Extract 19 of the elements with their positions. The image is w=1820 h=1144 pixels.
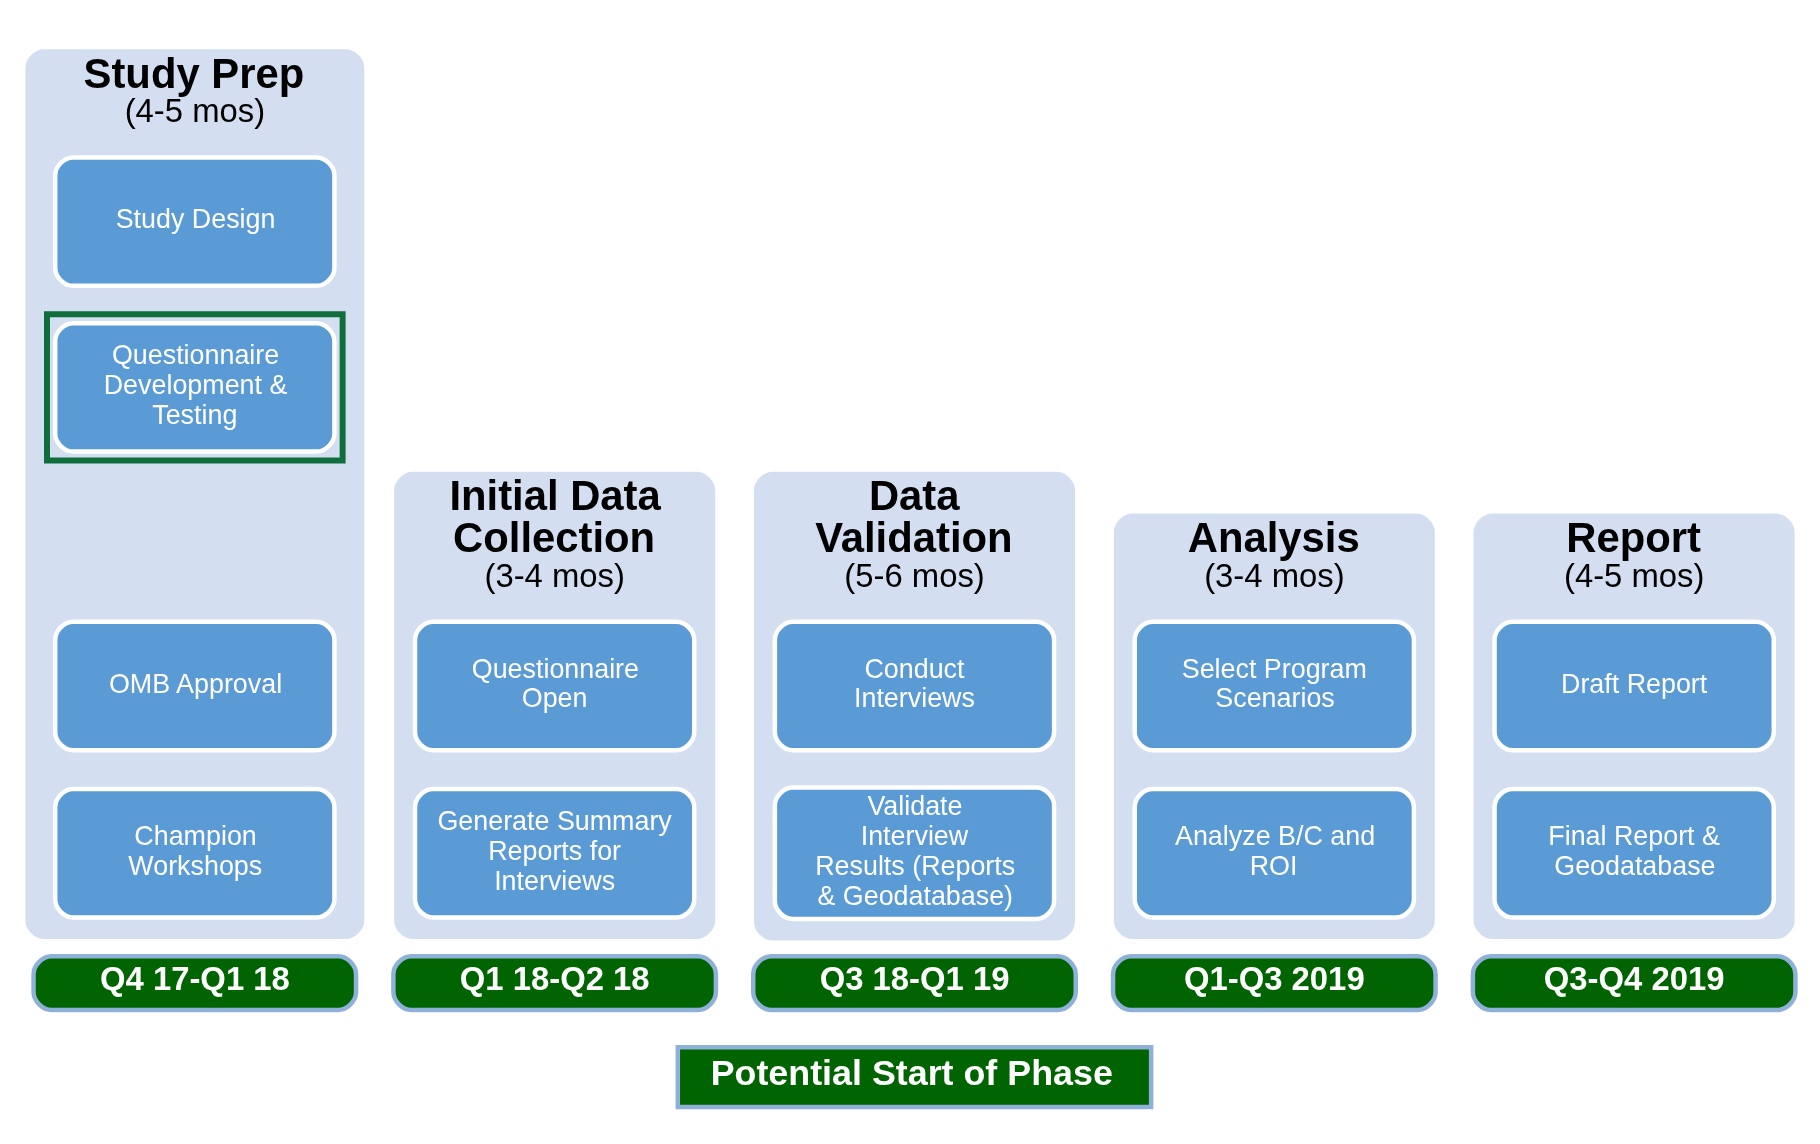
- node-box: Q1 18-Q2 18: [391, 953, 719, 1012]
- node-box: Validate Interview Results (Reports & Geodatabase): [772, 784, 1057, 921]
- node-box: Q1-Q3 2019: [1110, 953, 1438, 1012]
- node-box: Q4 17-Q1 18: [31, 953, 359, 1012]
- node-box: Draft Report: [1492, 619, 1776, 752]
- node-box: Study Design: [52, 154, 337, 288]
- node-box: Q3 18-Q1 19: [751, 953, 1078, 1012]
- node-box: Potential Start of Phase: [675, 1044, 1154, 1109]
- node-box: Champion Workshops: [52, 786, 337, 920]
- node-box: Q3-Q4 2019: [1470, 953, 1798, 1012]
- node-box: Analyze B/C and ROI: [1132, 786, 1417, 920]
- node-box: Final Report & Geodatabase: [1492, 786, 1776, 920]
- node-box: OMB Approval: [52, 619, 337, 752]
- node-box: Select Program Scenarios: [1132, 619, 1417, 752]
- cluster: [44, 310, 346, 463]
- node-box: Questionnaire Development & Testing: [52, 320, 337, 454]
- node-box: Generate Summary Reports for Interviews: [412, 786, 697, 920]
- node-box: Questionnaire Open: [412, 619, 697, 752]
- node-box: Conduct Interviews: [772, 619, 1057, 752]
